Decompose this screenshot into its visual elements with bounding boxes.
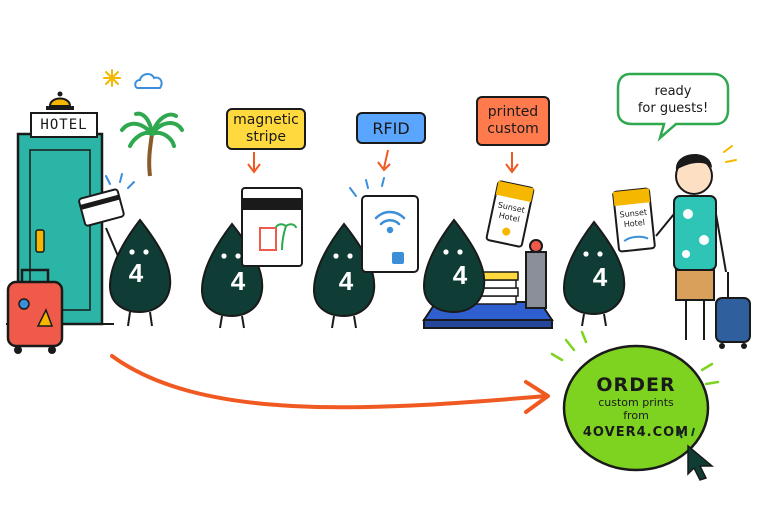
suitcase-left: [6, 268, 64, 354]
tag-rfid-label: RFID: [372, 118, 410, 138]
plain-keycard: [78, 188, 125, 227]
svg-text:4: 4: [129, 258, 144, 288]
character-4: 4: [423, 219, 486, 313]
character-3: 4: [313, 223, 376, 329]
cta-line-1: custom prints: [598, 396, 674, 409]
speech-line-1: ready: [654, 84, 692, 99]
svg-text:Sunset: Sunset: [619, 208, 647, 220]
svg-text:Hotel: Hotel: [623, 218, 645, 229]
speech-line-2: for guests!: [637, 101, 709, 116]
cta-circle: [550, 330, 720, 472]
tag-magnetic-stripe: magnetic stripe: [226, 108, 306, 150]
palm-tree-icon: [120, 111, 184, 177]
svg-text:4: 4: [453, 260, 468, 290]
guest-person: [655, 153, 727, 340]
magnetic-stripe-card: [241, 187, 303, 267]
printed-hotel-card-1: Sunset Hotel: [485, 180, 535, 248]
character-2: 4: [201, 223, 264, 329]
svg-text:4: 4: [339, 266, 354, 296]
tag-magnetic-line-2: stripe: [246, 129, 286, 145]
cta-title: ORDER: [596, 374, 676, 396]
speech-text: ready for guests!: [622, 78, 724, 122]
svg-text:4: 4: [231, 266, 246, 296]
printed-hotel-card-2: Sunset Hotel: [612, 187, 656, 253]
speech-bubble: [616, 72, 730, 142]
order-cta[interactable]: ORDER custom prints from 4OVER4.COM: [562, 350, 710, 466]
svg-text:Hotel: Hotel: [498, 211, 521, 224]
tag-printed-line-2: custom: [487, 121, 539, 137]
cloud-icon: [134, 73, 163, 89]
svg-text:4: 4: [593, 262, 608, 292]
rfid-card: [361, 195, 419, 273]
tag-printed-line-1: printed: [487, 104, 539, 120]
wifi-icon: [374, 210, 406, 234]
cta-line-2: from: [623, 409, 649, 422]
tag-magnetic-line-1: magnetic: [233, 112, 299, 128]
character-1: 4: [105, 219, 172, 327]
tag-rfid: RFID: [356, 112, 426, 144]
cta-url[interactable]: 4OVER4.COM: [582, 425, 690, 440]
bell-icon: [46, 91, 74, 110]
sparkle-icon: [103, 69, 121, 87]
suitcase-right: [715, 272, 751, 349]
character-5: 4: [563, 221, 626, 327]
flow-arrow: [110, 354, 550, 414]
hotel-sign: HOTEL: [30, 112, 98, 138]
tag-printed-custom: printed custom: [476, 96, 550, 146]
cursor-icon: [677, 427, 715, 481]
